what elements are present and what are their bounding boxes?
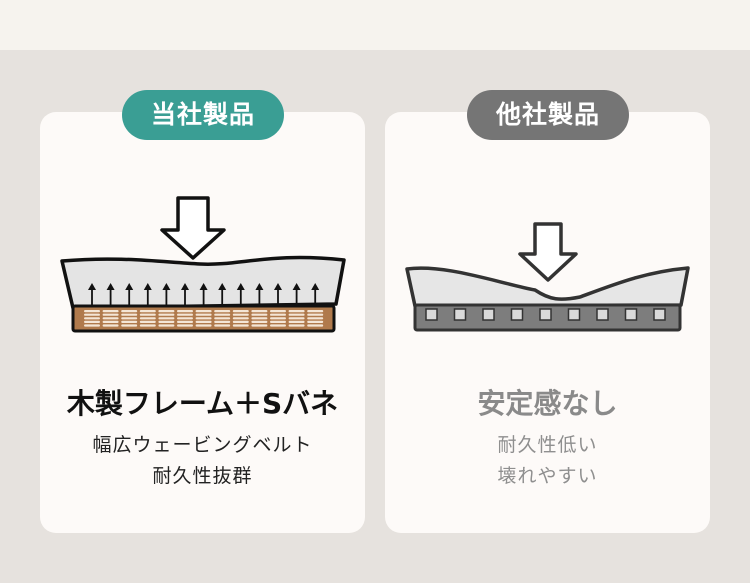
mattress [60, 255, 346, 310]
s-spring [158, 310, 175, 327]
support-arrow-icon [125, 283, 134, 305]
mattress [405, 266, 690, 308]
base-block [510, 308, 524, 321]
product-title: 木製フレーム＋Sバネ [66, 387, 339, 420]
product-title: 安定感なし [477, 387, 618, 420]
support-arrow-icon [199, 283, 208, 305]
base-block [624, 308, 638, 321]
our-product-card: 木製フレーム＋Sバネ 幅広ウェービングベルト 耐久性抜群 [40, 112, 365, 533]
support-arrow-icon [88, 283, 96, 305]
feature-line: 耐久性抜群 [152, 465, 253, 487]
support-arrow-icon [311, 283, 320, 305]
mattress-spring-illustration [60, 196, 346, 333]
support-arrow-icon [292, 283, 301, 305]
feature-line: 壊れやすい [497, 465, 598, 487]
support-arrow-icon [236, 283, 245, 305]
s-spring [251, 310, 268, 327]
support-arrow-icon [255, 283, 264, 305]
support-arrow-icon [162, 283, 171, 305]
base-block [653, 308, 666, 321]
s-spring [195, 310, 212, 327]
support-arrow-icon [274, 283, 282, 305]
other-product-badge: 他社製品 [467, 90, 629, 140]
feature-line: 耐久性低い [497, 434, 598, 456]
s-spring [288, 310, 305, 327]
down-arrow-icon [518, 222, 578, 282]
top-band [0, 0, 750, 50]
feature-line: 幅広ウェービングベルト [92, 434, 313, 456]
other-product-card: 安定感なし 耐久性低い 壊れやすい [385, 112, 710, 533]
base-block [482, 308, 495, 321]
base-block [453, 308, 467, 321]
s-spring [270, 310, 286, 327]
s-spring [84, 310, 100, 327]
s-spring [232, 310, 249, 327]
s-spring [139, 310, 156, 327]
base-block [596, 308, 609, 321]
support-arrow-icon [143, 283, 152, 305]
s-spring [102, 310, 119, 327]
base-block [425, 308, 438, 321]
support-arrow-icon [106, 283, 115, 305]
s-spring [177, 310, 193, 327]
support-arrow-icon [181, 283, 189, 305]
base-block [567, 308, 581, 321]
mattress-sag-illustration [405, 222, 690, 332]
s-spring [121, 310, 138, 327]
support-arrow-icon [218, 283, 227, 305]
down-arrow-icon [160, 196, 226, 260]
s-spring [307, 310, 324, 327]
our-product-badge: 当社製品 [122, 90, 284, 140]
s-spring [214, 310, 231, 327]
base-block [539, 308, 552, 321]
